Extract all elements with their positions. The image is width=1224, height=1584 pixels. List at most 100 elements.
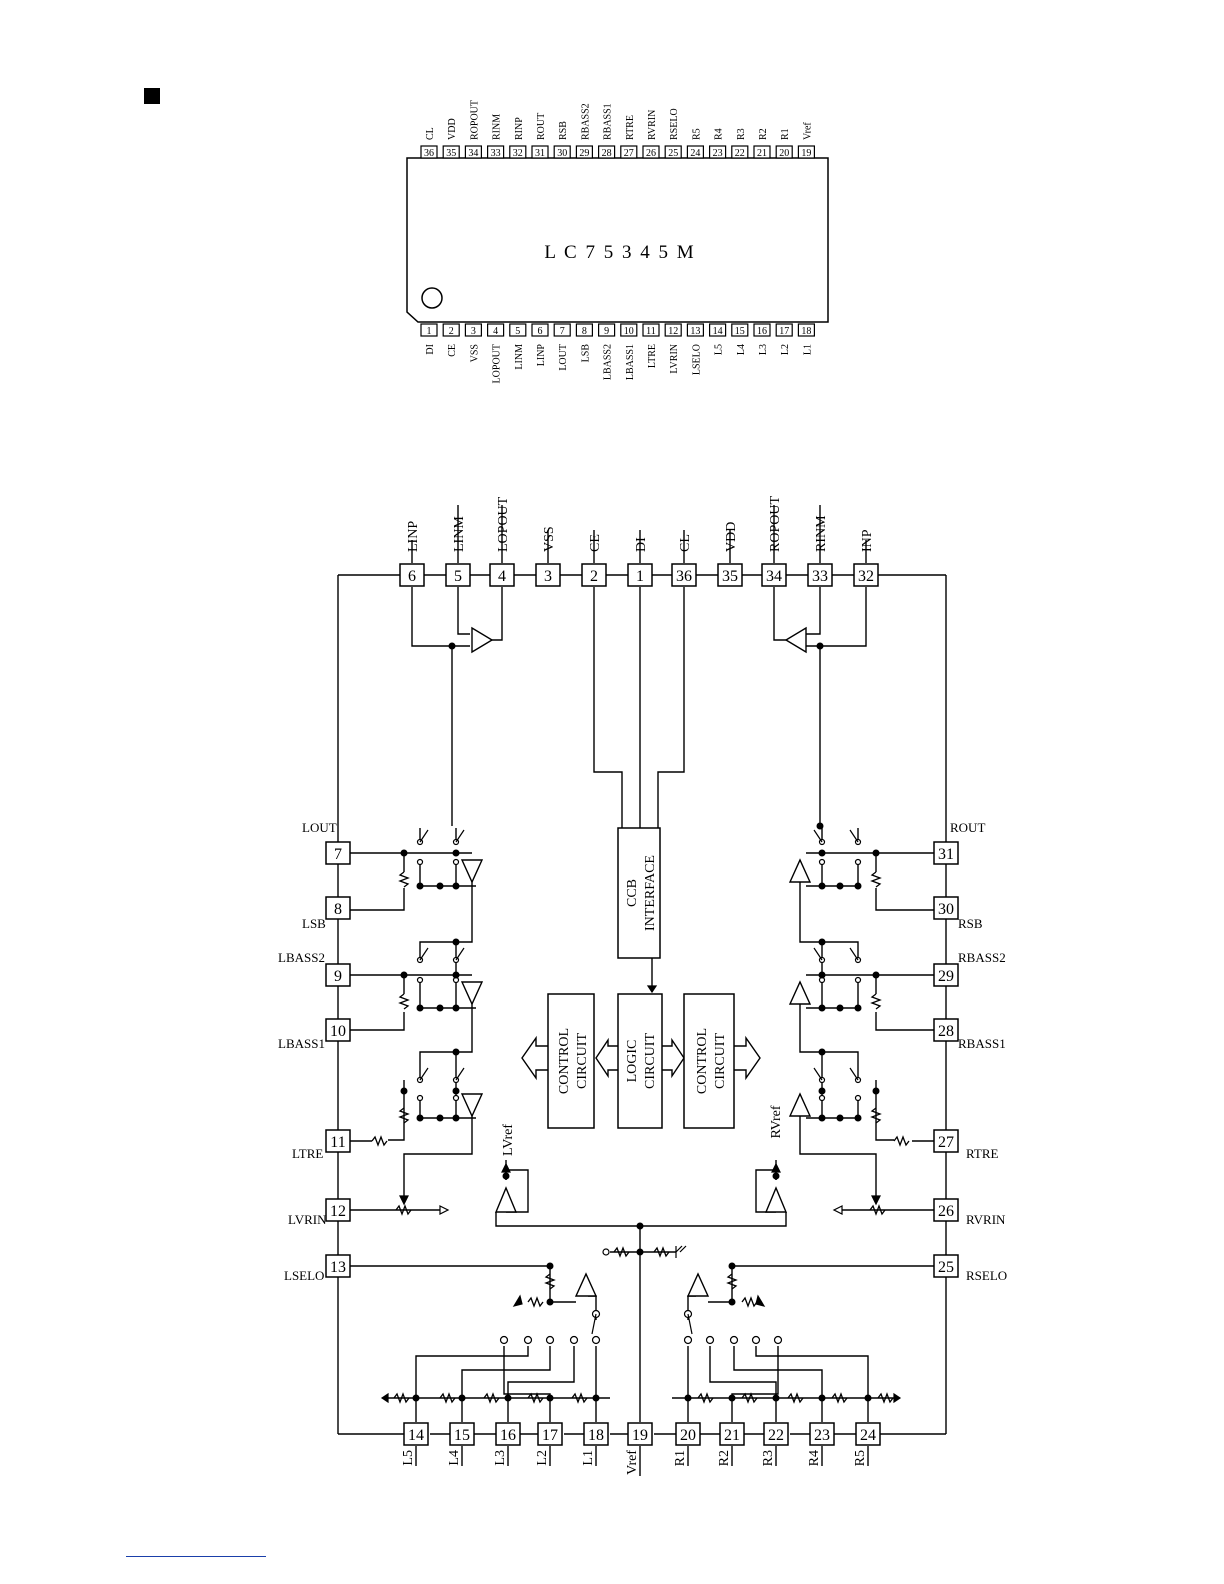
package-pin-label: VDD	[447, 118, 458, 140]
package-pin-label: LVRIN	[669, 344, 680, 374]
block-pin-number: 16	[500, 1427, 516, 1444]
block-pin-number: 9	[334, 968, 342, 985]
right-selector-op-amp	[686, 1272, 710, 1297]
block-pin-number: 20	[680, 1427, 696, 1444]
block-wiring	[337, 505, 947, 1476]
circuit-boxes	[547, 827, 735, 1129]
package-pin-number: 9	[604, 326, 609, 337]
block-pin-number: 19	[632, 1427, 648, 1444]
package-pin-number: 10	[624, 326, 634, 337]
package-pin-number: 36	[424, 148, 434, 159]
footer-rule	[126, 1556, 266, 1557]
lvref-label: LVref	[501, 1124, 516, 1156]
section-bullet	[144, 88, 160, 104]
block-pin-label: INP	[860, 529, 875, 552]
block-pin-number: 31	[938, 846, 954, 863]
package-pin-number: 1	[427, 326, 432, 337]
package-pin-number: 18	[801, 326, 811, 337]
open-arrowheads	[439, 1205, 843, 1215]
block-pin-label: VSS	[542, 526, 557, 552]
control-circuit-right-box	[683, 993, 735, 1129]
package-pin-label: L1	[802, 344, 813, 355]
package-pin-label: LOPOUT	[492, 344, 503, 383]
block-pin-label: LOPOUT	[496, 496, 511, 552]
block-pin-number: 15	[454, 1427, 470, 1444]
package-pin-label: LBASS2	[603, 344, 614, 380]
block-pin-2: 2CE	[581, 534, 607, 587]
logic-right-arrow	[662, 1037, 685, 1079]
block-pin-label: Vref	[625, 1450, 640, 1475]
control-circuit-left-label-2: CIRCUIT	[575, 1033, 590, 1089]
control-circuit-right-label-2: CIRCUIT	[713, 1033, 728, 1089]
block-pin-label: RVRIN	[966, 1212, 1006, 1227]
control-circuit-left-label-1: CONTROL	[557, 1028, 572, 1094]
block-pin-number: 35	[722, 568, 738, 585]
block-pin-label: LSB	[302, 916, 326, 931]
rvref-buffer-op-amp	[764, 1186, 788, 1213]
package-pin-number: 34	[468, 148, 478, 159]
block-pin-label: LBASS1	[278, 1036, 325, 1051]
block-pin-number: 5	[454, 568, 462, 585]
package-pin-number: 30	[557, 148, 567, 159]
block-pin-number: 12	[330, 1203, 346, 1220]
block-pin-label: LBASS2	[278, 950, 325, 965]
block-pin-number: 8	[334, 901, 342, 918]
block-pin-label: LVRIN	[288, 1212, 327, 1227]
switches	[416, 838, 862, 1345]
package-pin-label: RTRE	[625, 115, 636, 140]
logic-left-arrow	[595, 1037, 618, 1079]
package-pin-number: 16	[757, 326, 767, 337]
package-pin-number: 15	[735, 326, 745, 337]
package-pin-label: LSELO	[691, 344, 702, 375]
package-pin-27: 27 RTRE	[620, 115, 638, 159]
block-pin-label: L2	[535, 1450, 550, 1466]
package-pin-label: RBASS1	[603, 103, 614, 140]
package-pin-label: LSB	[580, 344, 591, 363]
package-pin-label: Vref	[802, 122, 813, 140]
package-pin-label: LINM	[514, 344, 525, 370]
block-pin-label: L4	[447, 1450, 462, 1466]
block-pin-number: 14	[408, 1427, 424, 1444]
block-pin-number: 7	[334, 846, 342, 863]
package-pin-label: ROPOUT	[469, 100, 480, 140]
block-pin-number: 34	[766, 568, 782, 585]
left-stage2-op-amp	[460, 981, 484, 1006]
right-stage2-op-amp	[788, 980, 812, 1005]
package-pin-number: 31	[535, 148, 545, 159]
block-pin-number: 18	[588, 1427, 604, 1444]
block-pin-label: DI	[634, 537, 649, 552]
package-pin-2: 2CE	[442, 323, 460, 357]
package-pin-number: 27	[624, 148, 634, 159]
package-pin-number: 2	[449, 326, 454, 337]
ccb-interface-box	[617, 827, 661, 959]
package-pin-label: RINM	[492, 114, 503, 140]
block-pin-label: R2	[717, 1450, 732, 1466]
package-pin-number: 32	[513, 148, 523, 159]
package-pin-label: LOUT	[558, 344, 569, 371]
chip-name: L C 7 5 3 4 5 M	[544, 242, 695, 263]
block-pin-label: RTRE	[966, 1146, 999, 1161]
block-pin-label: LOUT	[302, 820, 337, 835]
